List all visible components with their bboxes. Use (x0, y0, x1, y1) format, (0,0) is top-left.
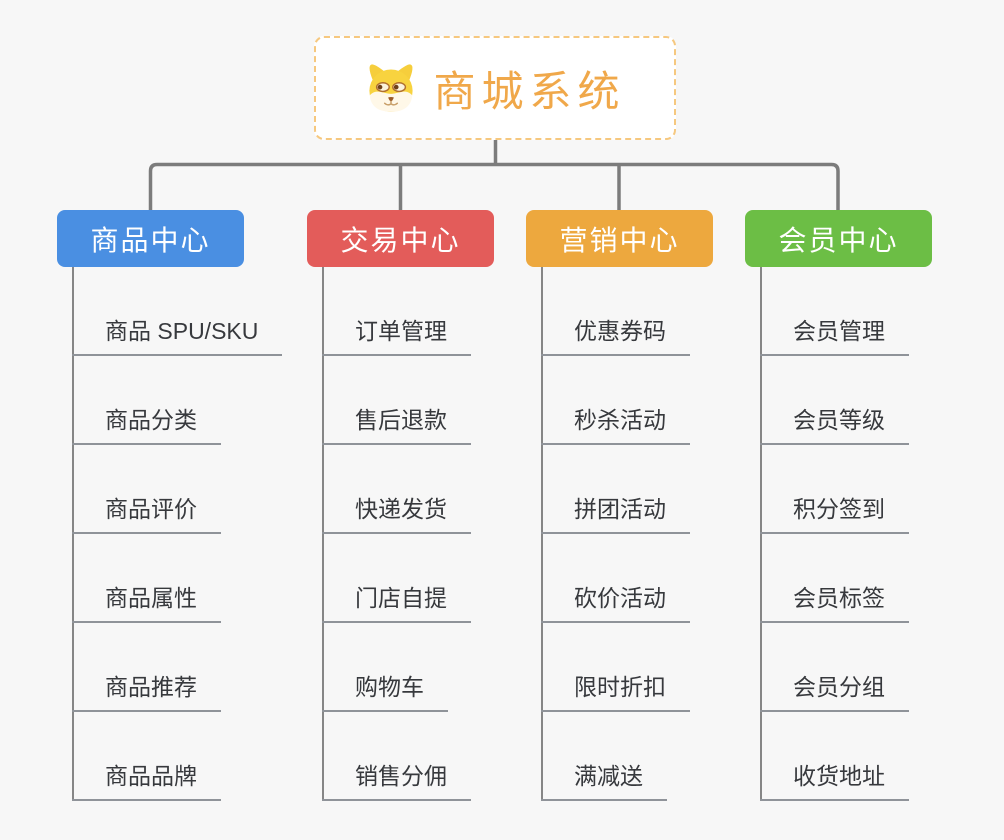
leaf-item: 商品品牌 (72, 712, 282, 801)
leaf-item: 秒杀活动 (541, 356, 713, 445)
branch-item[interactable]: 销售分佣 (322, 757, 471, 801)
branch-column-member-center: 会员中心 会员管理 会员等级 积分签到 会员标签 会员分组 收货地址 (745, 210, 932, 801)
branch-item[interactable]: 砍价活动 (541, 579, 690, 623)
branch-item[interactable]: 商品 SPU/SKU (72, 312, 283, 356)
leaf-item: 商品评价 (72, 445, 282, 534)
leaf-item: 限时折扣 (541, 623, 713, 712)
branch-items-product-center: 商品 SPU/SKU 商品分类 商品评价 商品属性 商品推荐 商品品牌 (72, 267, 283, 801)
branch-item[interactable]: 快递发货 (322, 490, 471, 534)
root-node[interactable]: 商城系统 (314, 36, 676, 140)
leaf-item: 满减送 (541, 712, 713, 801)
branch-item[interactable]: 优惠券码 (541, 312, 690, 356)
leaf-item: 拼团活动 (541, 445, 713, 534)
branch-item[interactable]: 满减送 (541, 757, 667, 801)
leaf-item: 商品推荐 (72, 623, 282, 712)
leaf-item: 订单管理 (322, 267, 494, 356)
branch-item[interactable]: 会员标签 (760, 579, 909, 623)
branch-item[interactable]: 收货地址 (760, 757, 909, 801)
branch-item[interactable]: 商品评价 (72, 490, 221, 534)
leaf-item: 购物车 (322, 623, 494, 712)
branch-item[interactable]: 商品分类 (72, 401, 221, 445)
branch-column-marketing-center: 营销中心 优惠券码 秒杀活动 拼团活动 砍价活动 限时折扣 满减送 (526, 210, 713, 801)
leaf-item: 会员标签 (760, 534, 932, 623)
branch-item[interactable]: 售后退款 (322, 401, 471, 445)
branch-item[interactable]: 拼团活动 (541, 490, 690, 534)
branch-item[interactable]: 购物车 (322, 668, 448, 712)
leaf-item: 积分签到 (760, 445, 932, 534)
leaf-item: 销售分佣 (322, 712, 494, 801)
leaf-item: 会员管理 (760, 267, 932, 356)
branch-items-member-center: 会员管理 会员等级 积分签到 会员标签 会员分组 收货地址 (760, 267, 932, 801)
leaf-item: 会员等级 (760, 356, 932, 445)
branch-item[interactable]: 门店自提 (322, 579, 471, 623)
branch-item[interactable]: 会员等级 (760, 401, 909, 445)
leaf-item: 收货地址 (760, 712, 932, 801)
leaf-item: 商品分类 (72, 356, 282, 445)
branch-item[interactable]: 商品属性 (72, 579, 221, 623)
leaf-item: 售后退款 (322, 356, 494, 445)
branch-item[interactable]: 秒杀活动 (541, 401, 690, 445)
branch-item[interactable]: 订单管理 (322, 312, 471, 356)
branch-column-product-center: 商品中心 商品 SPU/SKU 商品分类 商品评价 商品属性 商品推荐 商品品牌 (57, 210, 283, 801)
branch-header-marketing-center[interactable]: 营销中心 (526, 210, 713, 267)
branch-items-marketing-center: 优惠券码 秒杀活动 拼团活动 砍价活动 限时折扣 满减送 (541, 267, 713, 801)
branch-item[interactable]: 限时折扣 (541, 668, 690, 712)
branch-item[interactable]: 会员分组 (760, 668, 909, 712)
leaf-item: 门店自提 (322, 534, 494, 623)
leaf-item: 快递发货 (322, 445, 494, 534)
branch-item[interactable]: 商品品牌 (72, 757, 221, 801)
branch-item[interactable]: 积分签到 (760, 490, 909, 534)
doge-icon (364, 61, 418, 115)
branch-item[interactable]: 商品推荐 (72, 668, 221, 712)
leaf-item: 优惠券码 (541, 267, 713, 356)
leaf-item: 砍价活动 (541, 534, 713, 623)
leaf-item: 商品 SPU/SKU (72, 267, 283, 356)
leaf-item: 商品属性 (72, 534, 282, 623)
branch-item[interactable]: 会员管理 (760, 312, 909, 356)
branch-column-trade-center: 交易中心 订单管理 售后退款 快递发货 门店自提 购物车 销售分佣 (307, 210, 494, 801)
leaf-item: 会员分组 (760, 623, 932, 712)
branch-header-product-center[interactable]: 商品中心 (57, 210, 244, 267)
branch-header-trade-center[interactable]: 交易中心 (307, 210, 494, 267)
branch-items-trade-center: 订单管理 售后退款 快递发货 门店自提 购物车 销售分佣 (322, 267, 494, 801)
branch-header-member-center[interactable]: 会员中心 (745, 210, 932, 267)
root-title: 商城系统 (433, 67, 626, 115)
